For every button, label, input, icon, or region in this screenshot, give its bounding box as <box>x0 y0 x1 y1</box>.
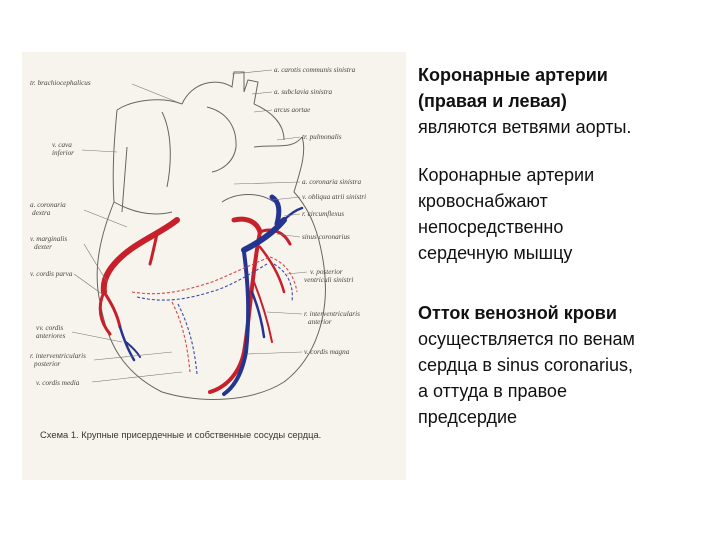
label-tr-brachiocephalicus: tr. brachiocephalicus <box>30 79 91 87</box>
label-a-coronaria-dextra: a. coronaria <box>30 201 66 209</box>
label-v-cava-inferior: v. cava <box>52 141 72 149</box>
r-diagonalis <box>253 281 273 343</box>
label-v-cordis-media: v. cordis media <box>36 379 80 387</box>
label-arcus-aortae: arcus aortae <box>274 106 311 114</box>
p2-line1: Коронарные артерии <box>418 165 595 185</box>
p2-line3: непосредственно <box>418 217 564 237</box>
label-a-subclavia-sinistra: a. subclavia sinistra <box>274 88 333 96</box>
p1-line3: являются ветвями аорты. <box>418 117 632 137</box>
r-circumflexus-branch <box>258 245 286 294</box>
paragraph-coronary-origin: Коронарные артерии (правая и левая) явля… <box>418 62 718 140</box>
p1-bold-line2: (правая и левая) <box>418 91 567 111</box>
label-r-interventricularis-posterior-2: posterior <box>33 360 61 368</box>
label-r-circumflexus: r. circumflexus <box>302 210 344 218</box>
label-a-coronaria-sinistra: a. coronaria sinistra <box>302 178 361 186</box>
paragraph-venous-outflow: Отток венозной крови осуществляется по в… <box>418 300 718 430</box>
leader-lines <box>71 69 308 383</box>
veins <box>118 194 304 396</box>
p3-line5: предсердие <box>418 407 518 427</box>
p1-bold-line1: Коронарные артерии <box>418 65 608 85</box>
r-interventricularis-anterior <box>208 230 262 394</box>
v-cordis-magna-lower <box>222 250 251 396</box>
arteries <box>98 216 292 394</box>
p2-line4: сердечную мышцу <box>418 243 573 263</box>
a-coronaria-dextra-posterior <box>98 290 112 336</box>
text-panel: Коронарные артерии (правая и левая) явля… <box>418 62 718 430</box>
a-marginalis-dextra <box>102 290 122 329</box>
v-obliqua-atrii-sinistri <box>282 206 304 222</box>
label-v-cava-inferior-2: inferior <box>52 149 74 157</box>
heart-diagram: tr. brachiocephalicus v. cava inferior a… <box>30 66 366 440</box>
vv-cordis-anteriores <box>118 325 136 362</box>
label-a-coronaria-dextra-2: dextra <box>32 209 51 217</box>
p2-line2: кровоснабжают <box>418 191 548 211</box>
v-posterior-ventriculi-sinistri <box>250 290 266 339</box>
label-vv-cordis-anteriores: vv. cordis <box>36 324 63 332</box>
label-r-interventricularis-posterior: r. interventricularis <box>30 352 86 360</box>
label-a-carotis-communis-sinistra: a. carotis communis sinistra <box>274 66 356 74</box>
label-r-interventricularis-anterior: r. interventricularis <box>304 310 360 318</box>
sinus-coronarius <box>241 217 287 253</box>
p3-line4: а оттуда в правое <box>418 381 567 401</box>
label-vv-cordis-anteriores-2: anteriores <box>36 332 65 340</box>
label-v-cordis-parva: v. cordis parva <box>30 270 73 278</box>
p3-bold-line1: Отток венозной крови <box>418 303 617 323</box>
vv-cordis-anteriores-branch <box>125 341 141 358</box>
figure-caption: Схема 1. Крупные присердечные и собствен… <box>40 429 321 440</box>
heart-outline <box>96 71 326 400</box>
label-v-obliqua-atrii-sinistri: v. obliqua atrii sinistri <box>302 193 366 201</box>
a-coronaria-sinistra <box>231 216 263 235</box>
label-v-marginalis-dexter: v. marginalis <box>30 235 67 243</box>
label-tr-pulmonalis: tr. pulmonalis <box>302 133 342 141</box>
heart-vessels-figure: tr. brachiocephalicus v. cava inferior a… <box>22 52 406 480</box>
v-cordis-magna <box>269 194 282 227</box>
paragraph-coronary-supply: Коронарные артерии кровоснабжают непосре… <box>418 162 718 266</box>
p3-line2: осуществляется по венам <box>418 329 635 349</box>
a-coronaria-dextra <box>100 217 180 295</box>
posterior-vessels-dashed <box>131 256 298 375</box>
label-r-interventricularis-anterior-2: anterior <box>308 318 332 326</box>
label-v-cordis-magna: v. cordis magna <box>304 348 350 356</box>
label-v-posterior-2: ventriculi sinistri <box>304 276 353 284</box>
a-coronaria-dextra-branch <box>148 232 159 266</box>
label-v-marginalis-dexter-2: dexter <box>34 243 52 251</box>
label-v-posterior: v. posterior <box>310 268 343 276</box>
p3-line3: сердца в sinus coronarius, <box>418 355 634 375</box>
label-sinus-coronarius: sinus coronarius <box>302 233 350 241</box>
r-circumflexus <box>258 228 292 246</box>
